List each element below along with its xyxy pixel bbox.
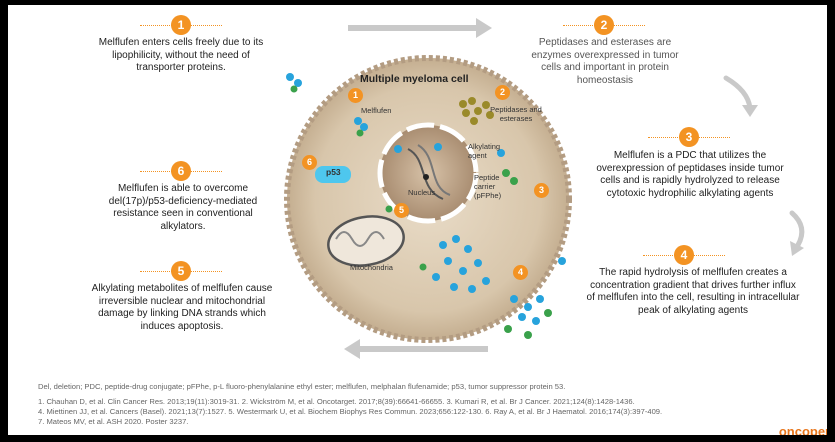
cell-step-4: 4 <box>513 265 528 280</box>
p53-label: p53 <box>326 167 341 177</box>
cell-step-6: 6 <box>302 155 317 170</box>
melflufen-label: Melflufen <box>361 106 392 115</box>
cell-title: Multiple myeloma cell <box>360 73 469 85</box>
nucleus <box>377 122 479 224</box>
curve-arrow-upper <box>723 75 753 111</box>
step-3-number: 3 <box>679 127 699 147</box>
step-6-text: Melflufen is able to overcome del(17p)/p… <box>108 183 258 232</box>
abbreviations: Del, deletion; PDC, peptide-drug conjuga… <box>38 382 566 391</box>
step-4-number: 4 <box>674 245 694 265</box>
step-1-text: Melflufen enters cells freely due to its… <box>98 37 264 73</box>
cell-step-3: 3 <box>534 183 549 198</box>
top-arrow <box>348 25 476 31</box>
myeloma-cell <box>284 55 572 343</box>
step-5-number: 5 <box>171 261 191 281</box>
step-1-number: 1 <box>171 15 191 35</box>
diagram-slide: 1 Melflufen enters cells freely due to i… <box>8 5 827 435</box>
peptidases-label: Peptidases and esterases <box>490 105 542 123</box>
step-2-text: Peptidases and esterases are enzymes ove… <box>531 37 679 86</box>
bottom-arrowhead <box>344 339 360 359</box>
top-arrowhead <box>476 18 492 38</box>
curve-arrow-lower <box>789 210 805 248</box>
flow-arrows <box>344 18 805 359</box>
extracellular-molecules <box>286 73 566 339</box>
alkylating-label: Alkylating agent <box>468 142 501 160</box>
mitochondria-label: Mitochondria <box>350 263 393 272</box>
peptide-carrier-label: Peptide carrier (pFPhe) <box>474 173 502 200</box>
step-4-text: The rapid hydrolysis of melflufen create… <box>586 267 800 316</box>
step-6-number: 6 <box>171 161 191 181</box>
bottom-arrow <box>360 346 488 352</box>
reference-line-1: 1. Chauhan D, et al. Clin Cancer Res. 20… <box>38 397 635 406</box>
step-2-number: 2 <box>594 15 614 35</box>
cell-step-1: 1 <box>348 88 363 103</box>
reference-line-3: 7. Mateos MV, et al. ASH 2020. Poster 32… <box>38 417 189 426</box>
company-logo: oncopep <box>778 424 827 435</box>
cell-step-2: 2 <box>495 85 510 100</box>
step-5-text: Alkylating metabolites of melflufen caus… <box>91 283 273 332</box>
nucleus-label: Nucleus <box>408 188 436 197</box>
cell-step-5: 5 <box>394 203 409 218</box>
p53-badge <box>315 166 351 183</box>
reference-line-2: 4. Miettinen JJ, et al. Cancers (Basel).… <box>38 407 663 416</box>
step-3-text: Melflufen is a PDC that utilizes the ove… <box>596 150 784 199</box>
